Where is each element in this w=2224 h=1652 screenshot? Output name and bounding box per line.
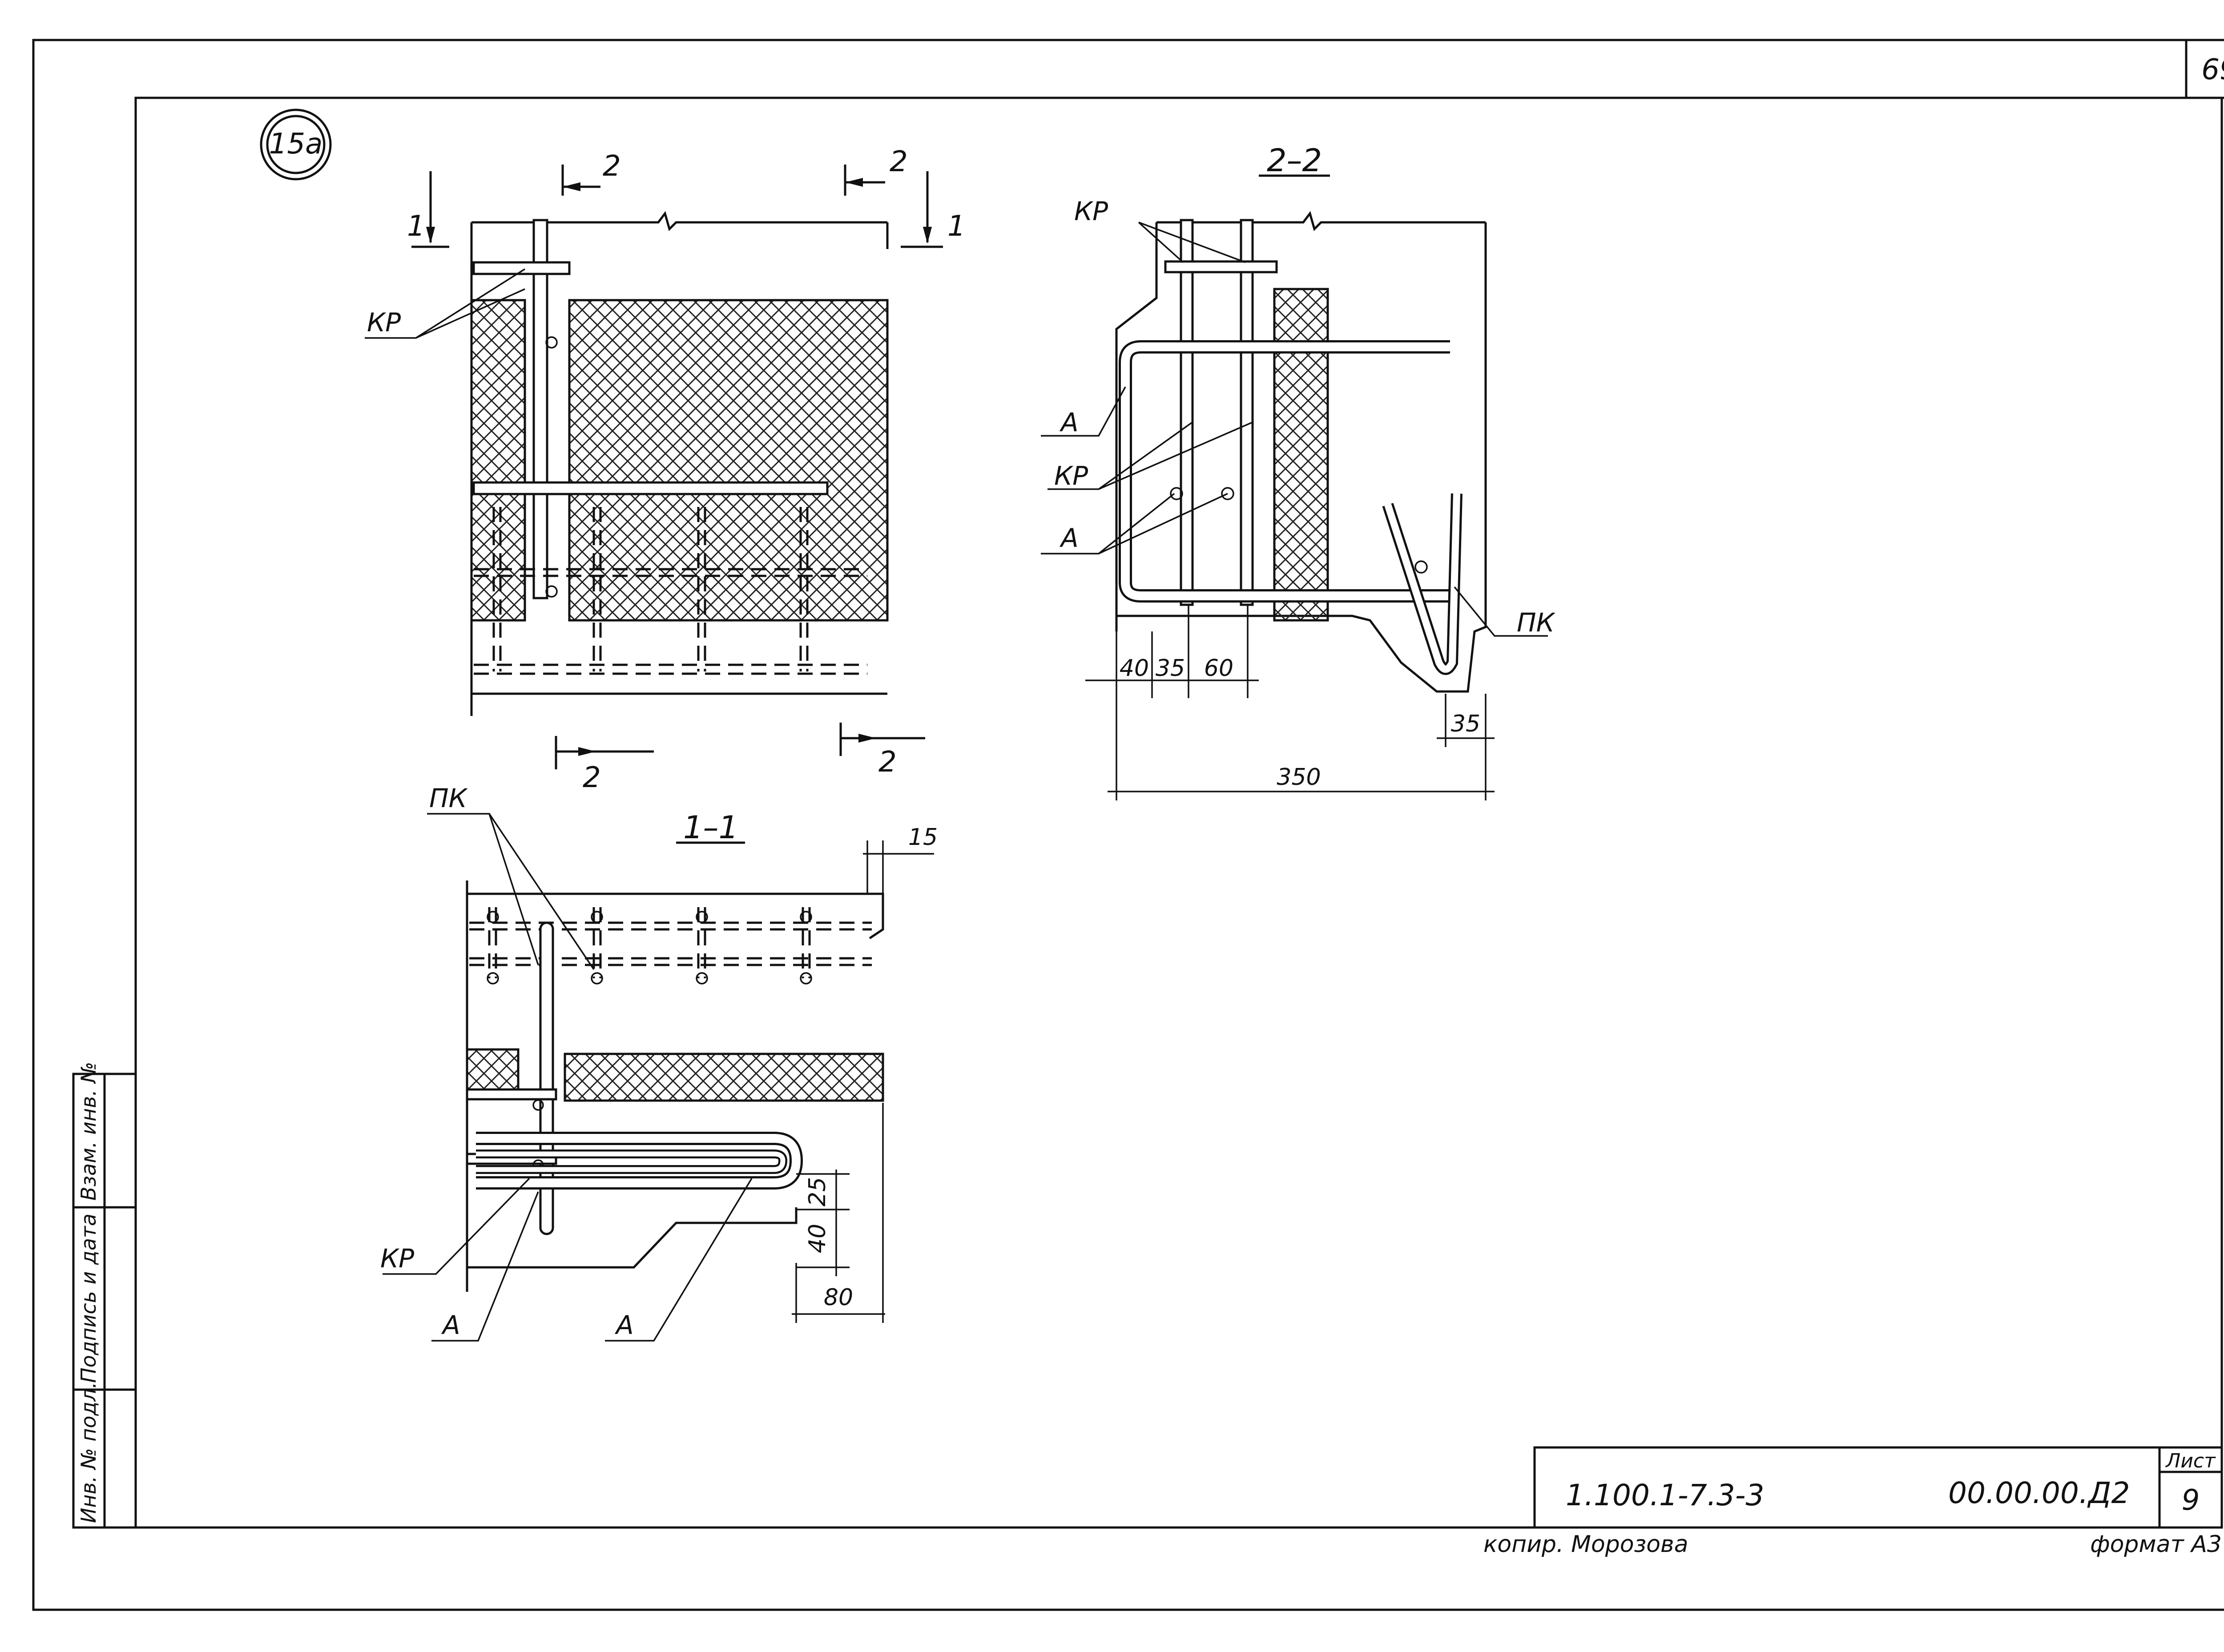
section-1-1-label-kr: КР [380,1243,414,1274]
dim-25: 25 [804,1177,831,1206]
section-2-2-label-a-1: А [1059,407,1079,438]
section-2-2 [1041,174,1548,800]
side-stamp-field-1: Инв. № подл. [77,1382,101,1523]
plan-section-mark-1a: 1 [407,210,425,243]
section-2-2-title: 2–2 [1267,142,1322,179]
detail-marker-label: 15a [269,128,323,161]
section-1-1 [383,813,934,1342]
dim-60: 60 [1204,655,1233,682]
dim-40-b: 40 [804,1224,831,1253]
plan-section-mark-2a: 2 [603,150,621,183]
drawing-code: 00.00.00.Д2 [1948,1476,2130,1510]
section-1-1-title: 1–1 [683,809,738,846]
section-2-2-label-kr-top: КР [1074,196,1108,226]
dim-350: 350 [1277,764,1321,791]
side-stamp-field-3: Взам. инв. № [77,1062,101,1201]
page-number: 69 [2201,53,2224,86]
plan-section-mark-2c: 2 [583,761,601,794]
section-1-1-label-a-1: А [441,1310,460,1340]
dim-35-a: 35 [1156,655,1185,682]
copy-label: копир. Морозова [1483,1531,1688,1558]
detail-marker: 15a [260,109,332,181]
plan-section-mark-2b: 2 [890,145,908,178]
section-2-2-label-pk: ПК [1517,607,1556,638]
dim-80: 80 [824,1284,853,1311]
side-stamp [72,1073,137,1529]
format-label: формат А3 [2090,1531,2222,1558]
plan-section-mark-2d: 2 [878,746,897,779]
sheet-label: Лист [2165,1450,2216,1472]
side-stamp-field-2: Подпись и дата [77,1214,101,1383]
dim-35-b: 35 [1451,711,1480,737]
title-block [1533,1446,2223,1529]
plan-label-kr: КР [367,307,401,338]
section-1-1-label-pk: ПК [429,783,468,813]
section-2-2-label-a-2: А [1059,523,1079,553]
sheet-frame [32,39,2224,1611]
sheet-number: 9 [2182,1484,2200,1517]
plan-view [365,165,943,769]
section-2-2-label-kr-mid: КР [1054,461,1088,491]
dim-15: 15 [908,824,938,851]
dim-40-a: 40 [1120,655,1149,682]
doc-code: 1.100.1-7.3-3 [1566,1478,1765,1512]
plan-section-mark-1b: 1 [947,210,966,243]
section-1-1-label-a-2: А [614,1310,634,1340]
